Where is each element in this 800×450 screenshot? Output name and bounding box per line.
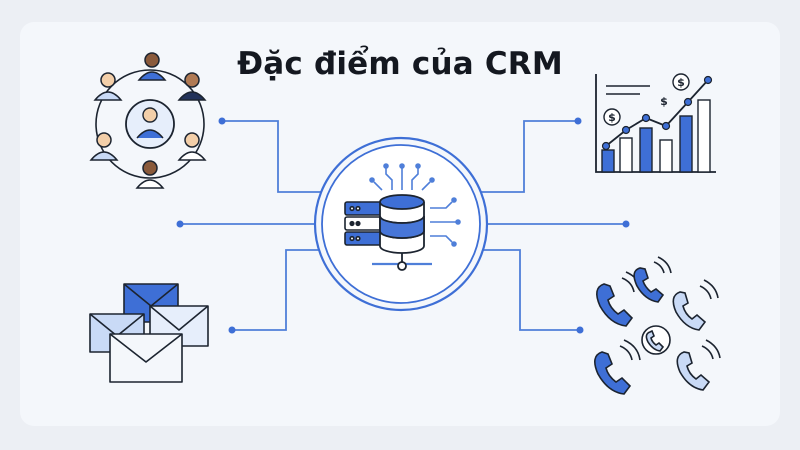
page-title: Đặc điểm của CRM <box>237 46 563 82</box>
phone-handset-icon <box>641 325 671 355</box>
customer-person <box>177 132 207 161</box>
phone-handset-icon <box>594 339 641 395</box>
connector-lines <box>180 120 626 331</box>
phone-handset-icon <box>672 279 719 331</box>
dot-bottom-left <box>228 326 236 334</box>
sales-growth-chart-icon: $ $ $ <box>595 73 716 173</box>
svg-text:$: $ <box>660 95 668 108</box>
email-envelopes-icon <box>89 283 209 383</box>
customer-person <box>93 72 123 101</box>
phone-handset-icon <box>676 339 721 391</box>
svg-text:$: $ <box>677 76 685 89</box>
dot-top-right <box>574 117 582 125</box>
phone-calls-icon <box>594 256 721 395</box>
database-server-icon <box>313 136 489 312</box>
customer-person <box>137 52 167 81</box>
connector-bottom-left <box>232 249 324 331</box>
dot-bottom-right <box>576 326 584 334</box>
phone-handset-icon <box>596 271 643 327</box>
dot-mid-left <box>176 220 184 228</box>
connector-top-right <box>478 120 578 193</box>
envelope-icon <box>109 333 183 383</box>
dollar-coin-icon <box>603 73 690 126</box>
dot-mid-right <box>622 220 630 228</box>
connector-top-left <box>222 120 322 193</box>
connector-bottom-right <box>476 249 580 331</box>
connector-dots <box>176 117 630 334</box>
customer-network-icon <box>89 52 207 189</box>
svg-text:$: $ <box>608 111 616 124</box>
customer-person <box>177 72 207 101</box>
phone-handset-icon <box>633 256 672 303</box>
customer-person <box>135 160 165 189</box>
dot-top-left <box>218 117 226 125</box>
customer-person <box>89 132 119 161</box>
